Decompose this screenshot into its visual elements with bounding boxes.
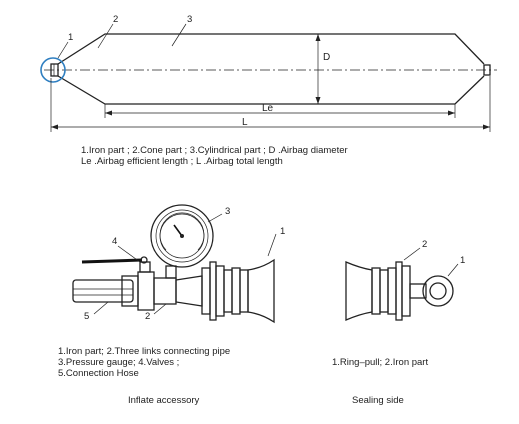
- ring-pull: [422, 275, 454, 307]
- sealing-side-drawing: 2 1: [345, 239, 465, 321]
- gauge-scale: [159, 212, 205, 251]
- sealing-iron-part: [409, 283, 427, 299]
- inflate-label-4: 4: [112, 236, 117, 247]
- inflate-legend-line-3: 5.Connection Hose: [58, 368, 139, 379]
- valve-pivot: [140, 256, 148, 264]
- sealing-legend-line-1: 1.Ring–pull; 2.Iron part: [332, 357, 428, 368]
- label-3: 3: [187, 14, 192, 25]
- l-arrow-right: [483, 124, 490, 130]
- sealing-flange-2: [379, 269, 389, 313]
- sealing-label-1: 1: [460, 255, 465, 266]
- leader-1: [57, 41, 69, 59]
- leader-5-hose: [93, 301, 109, 315]
- inflate-accessory-drawing: 4 3 1 2 5: [72, 204, 285, 324]
- leader-2-sealing: [403, 247, 421, 261]
- sealing-cone: [345, 261, 373, 321]
- sealing-flange-1: [371, 267, 381, 315]
- sealing-side-title: Sealing side: [352, 395, 404, 406]
- iron-part-highlight-circle: [40, 57, 66, 83]
- dimension-d-arrow-top: [315, 34, 321, 41]
- airbag-legend-line-2: Le .Airbag efficient length ; L .Airbag …: [81, 156, 283, 167]
- dimension-l-label: L: [242, 117, 248, 128]
- gauge-needle: [173, 224, 183, 237]
- le-arrow-right: [448, 110, 455, 116]
- flange-5: [231, 267, 241, 315]
- airbag-bottom-outline: [57, 75, 485, 105]
- label-1: 1: [68, 32, 73, 43]
- leader-3: [171, 23, 187, 47]
- label-2: 2: [113, 14, 118, 25]
- pressure-gauge: [150, 204, 214, 268]
- sealing-flange-5: [401, 265, 411, 317]
- sealing-flange-3: [387, 267, 397, 315]
- valve-body: [137, 271, 155, 311]
- leader-1-iron: [267, 233, 277, 257]
- inflate-label-2: 2: [145, 311, 150, 322]
- inflate-iron-part: [247, 258, 275, 324]
- sealing-flange-4: [395, 261, 403, 321]
- inflate-label-3: 3: [225, 206, 230, 217]
- left-iron-part: [50, 63, 59, 77]
- flange-4: [223, 269, 233, 313]
- sealing-label-2: 2: [422, 239, 427, 250]
- leader-4: [117, 245, 141, 263]
- airbag-drawing: 1 2 3 D Le L: [40, 14, 497, 132]
- leader-2-pipe: [153, 303, 167, 315]
- leader-1-sealing: [447, 263, 459, 277]
- gauge-inner-ring: [155, 209, 209, 263]
- three-links-pipe: [153, 277, 177, 305]
- connection-hose: [72, 279, 134, 303]
- dimension-d-label: D: [323, 52, 330, 63]
- flange-3: [215, 265, 225, 317]
- dimension-le-label: Le: [262, 103, 274, 114]
- l-arrow-left: [51, 124, 58, 130]
- valve-stem: [139, 261, 151, 273]
- flange-2: [209, 261, 217, 321]
- inflate-label-5: 5: [84, 311, 89, 322]
- airbag-legend-line-1: 1.Iron part ; 2.Cone part ; 3.Cylindrica…: [81, 145, 348, 156]
- leader-3-gauge: [207, 213, 223, 223]
- inflate-accessory-title: Inflate accessory: [128, 395, 200, 406]
- le-arrow-left: [105, 110, 112, 116]
- right-iron-part: [483, 64, 491, 76]
- tapered-pipe: [175, 275, 203, 307]
- gauge-neck: [165, 265, 177, 279]
- airbag-top-outline: [57, 33, 485, 65]
- inflate-legend-line-2: 3.Pressure gauge; 4.Valves ;: [58, 357, 179, 368]
- leader-2: [97, 23, 114, 49]
- inflate-legend-line-1: 1.Iron part; 2.Three links connecting pi…: [58, 346, 230, 357]
- gauge-hub: [180, 234, 184, 238]
- valve-handle: [81, 258, 143, 264]
- dimension-d-arrow-bottom: [315, 97, 321, 104]
- flange-1: [201, 267, 211, 315]
- flange-6: [239, 269, 249, 313]
- ring-pull-hole: [429, 282, 447, 300]
- inflate-label-1: 1: [280, 226, 285, 237]
